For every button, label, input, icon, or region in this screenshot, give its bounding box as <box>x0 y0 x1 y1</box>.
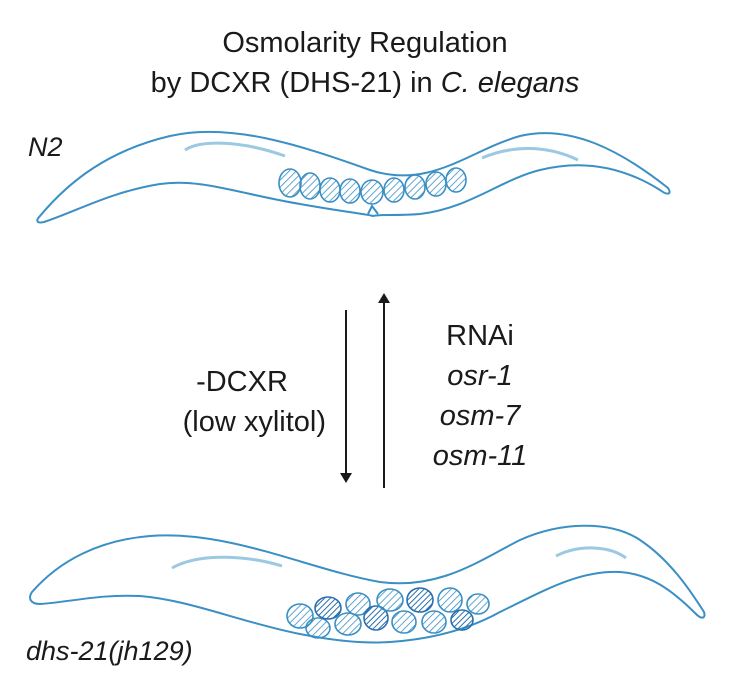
egg <box>278 168 302 198</box>
worm-n2-gut-left <box>184 141 286 158</box>
egg <box>305 617 331 639</box>
egg <box>360 179 384 205</box>
egg <box>445 167 467 193</box>
egg <box>286 603 314 629</box>
egg <box>345 592 371 616</box>
worm-n2-vulva <box>367 204 379 215</box>
title-species: C. elegans <box>440 67 580 99</box>
egg <box>391 610 417 634</box>
egg <box>425 171 447 197</box>
worm-dhs21-gut-right <box>555 546 627 560</box>
egg <box>299 172 321 200</box>
egg <box>404 174 426 200</box>
up-label-line1: RNAi <box>446 320 514 352</box>
egg <box>450 609 474 631</box>
egg <box>376 588 404 612</box>
gene-osm-11: osm-11 <box>432 440 528 472</box>
down-label-line1: -DCXR <box>196 366 288 398</box>
worm-dhs21-eggs <box>286 587 490 639</box>
title-prefix: by DCXR (DHS-21) in <box>150 67 441 99</box>
gene-osr-1: osr-1 <box>447 360 513 392</box>
egg <box>437 587 463 613</box>
egg <box>334 612 362 636</box>
title-line-2: by DCXR (DHS-21) in C. elegans <box>0 64 730 102</box>
worm-n2 <box>36 130 671 224</box>
worm-n2-gut-right <box>481 147 579 162</box>
worm-n2-body <box>36 130 671 224</box>
strain-label-n2: N2 <box>28 132 63 162</box>
down-label-line2: (low xylitol) <box>182 406 326 438</box>
egg <box>314 596 342 620</box>
worm-dhs21-gut-left <box>171 555 283 570</box>
up-arrow-label: RNAi osr-1 osm-7 osm-11 <box>424 316 536 476</box>
worm-dhs21 <box>29 524 706 644</box>
egg <box>319 177 341 203</box>
egg <box>339 178 361 204</box>
down-arrow-label: -DCXR (low xylitol) <box>158 362 326 442</box>
worm-dhs21-body <box>29 524 706 644</box>
egg <box>466 593 490 615</box>
egg <box>363 605 389 631</box>
strain-label-dhs21: dhs-21(jh129) <box>26 636 193 666</box>
egg <box>406 587 434 613</box>
title-line-1: Osmolarity Regulation <box>222 27 508 59</box>
gene-osm-7: osm-7 <box>439 400 521 432</box>
worm-n2-eggs <box>278 167 467 205</box>
egg <box>383 177 405 203</box>
egg <box>421 610 447 634</box>
